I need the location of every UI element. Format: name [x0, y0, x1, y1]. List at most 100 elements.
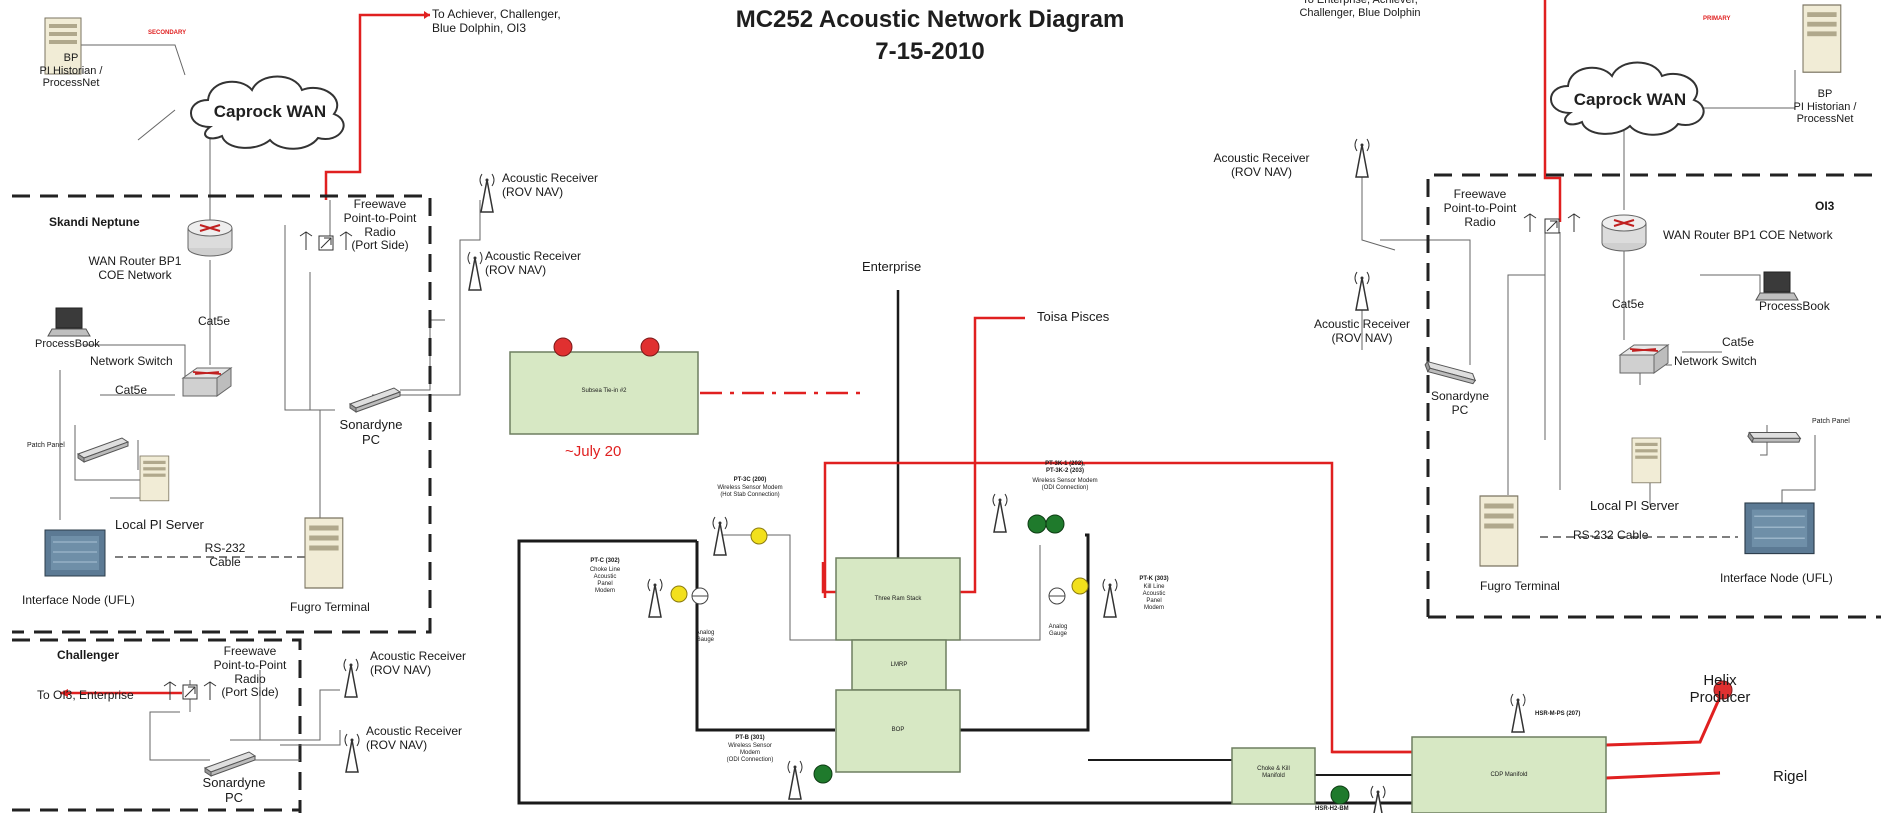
- challenger-sonardyne-pc-icon: [204, 751, 256, 777]
- oi3-boundary: [1426, 173, 1881, 617]
- right-local-pi-label: Local PI Server: [1590, 498, 1679, 513]
- three-ram-stack-label: Three Ram Stack: [874, 596, 922, 602]
- left-patch-panel-icon: [77, 437, 129, 463]
- subsea-tiein-red-marker-left: [553, 337, 573, 357]
- diagram-date: 7-15-2010: [875, 38, 985, 65]
- challenger-acoustic-receiver-2-icon: [344, 733, 360, 773]
- left-processbook-label: ProcessBook: [35, 338, 100, 350]
- analog-gauge-right-label: Analog Gauge: [1048, 624, 1068, 637]
- ptc-description: Choke Line Acoustic Panel Modem: [589, 567, 621, 594]
- right-red-uplink: [1543, 0, 1562, 222]
- left-wan-router-icon: [187, 219, 233, 257]
- cdp-manifold-box: [1411, 736, 1607, 813]
- ptk-antenna-icon: [1102, 578, 1118, 618]
- ptk-yellow-marker: [1071, 577, 1089, 595]
- right-sonardyne-label: Sonardyne PC: [1430, 389, 1490, 417]
- subsea-tiein-box: [509, 351, 699, 435]
- right-acoustic-receiver-2-label: Acoustic Receiver (ROV NAV): [1313, 317, 1411, 345]
- right-fugro-label: Fugro Terminal: [1480, 579, 1560, 593]
- left-cat5e-2-label: Cat5e: [115, 383, 148, 397]
- oi3-label: OI3: [1815, 199, 1835, 213]
- hsr-m-ps-antenna-icon: [1510, 693, 1526, 733]
- black-loop-kill: [958, 533, 1090, 732]
- hsr-m-ps-label: HSR-M-PS (207): [1535, 711, 1581, 717]
- analog-gauge-left-label: Analog Gauge: [695, 630, 715, 643]
- hsr-h2-antenna-icon: [1370, 785, 1386, 813]
- left-acoustic-receiver-2-label: Acoustic Receiver (ROV NAV): [485, 249, 582, 277]
- right-patch-panel-label: Patch Panel: [1812, 418, 1850, 425]
- left-network-switch-label: Network Switch: [90, 354, 173, 368]
- right-cat5e-2-label: Cat5e: [1722, 335, 1755, 349]
- skandi-neptune-label: Skandi Neptune: [49, 215, 140, 229]
- right-network-switch-icon: [1619, 344, 1669, 374]
- left-rs232-label: RS-232 Cable: [204, 541, 246, 569]
- left-sonardyne-pc-icon: [349, 387, 401, 413]
- challenger-sonardyne-label: Sonardyne PC: [202, 775, 266, 805]
- challenger-to-label: To OI3, Enterprise: [37, 688, 134, 702]
- ptk-description: Kill Line Acoustic Panel Modem: [1142, 584, 1166, 611]
- left-red-link-label: To Achiever, Challenger, Blue Dolphin, O…: [432, 7, 561, 35]
- ptb-description: Wireless Sensor Modem (ODI Connection): [726, 743, 774, 763]
- hsr-h2-bm-label: HSR-H2-BM: [1315, 806, 1349, 812]
- ptc-title: PT-C (302): [590, 558, 620, 564]
- left-network-switch-icon: [182, 367, 232, 397]
- left-interface-node-label: Interface Node (UFL): [22, 593, 135, 607]
- ptc-yellow-marker: [670, 585, 688, 603]
- right-acoustic-receiver-1-label: Acoustic Receiver (ROV NAV): [1213, 151, 1310, 179]
- challenger-label: Challenger: [57, 648, 120, 662]
- left-red-uplink: [324, 13, 430, 200]
- analog-gauge-right-icon: [1048, 587, 1066, 605]
- left-historian-label: BP PI Historian / ProcessNet: [39, 52, 103, 90]
- right-patch-panel-icon: [1746, 416, 1803, 458]
- right-freewave-radio-icon: [1544, 218, 1560, 234]
- challenger-acoustic-receiver-2-label: Acoustic Receiver (ROV NAV): [366, 724, 463, 752]
- right-local-pi-server-icon: [1631, 437, 1662, 484]
- left-sonardyne-label: Sonardyne PC: [339, 417, 403, 447]
- left-interface-node-icon: [44, 529, 106, 577]
- pt3k-green-marker-2: [1045, 514, 1065, 534]
- left-acoustic-receiver-2-icon: [467, 251, 483, 291]
- ptb-antenna-icon: [787, 760, 803, 800]
- pt3k-antenna-icon: [992, 493, 1008, 533]
- challenger-freewave-label: Freewave Point-to-Point Radio (Port Side…: [213, 644, 287, 700]
- three-ram-stack-box: [835, 557, 961, 641]
- pt3k-description: Wireless Sensor Modem (ODI Connection): [1032, 478, 1098, 491]
- helix-producer-label: Helix Producer: [1689, 672, 1751, 707]
- skandi-neptune-boundary: [12, 194, 432, 634]
- right-historian-server-icon: [1802, 4, 1842, 73]
- ptc-antenna-icon: [647, 578, 663, 618]
- left-freewave-label: Freewave Point-to-Point Radio (Port Side…: [343, 197, 417, 253]
- enterprise-label: Enterprise: [862, 259, 922, 274]
- challenger-freewave-radio-icon: [182, 684, 198, 700]
- left-processbook-laptop-icon: [47, 307, 91, 337]
- challenger-acoustic-receiver-1-label: Acoustic Receiver (ROV NAV): [370, 649, 467, 677]
- cdp-manifold-label: CDP Manifold: [1490, 772, 1528, 778]
- left-fugro-terminal-icon: [304, 517, 344, 589]
- left-cloud-label: Caprock WAN: [213, 102, 327, 121]
- analog-gauge-left-icon: [691, 587, 709, 605]
- subsea-tiein-red-marker-right: [640, 337, 660, 357]
- left-acoustic-receiver-1-icon: [479, 173, 495, 213]
- right-cloud-label: Caprock WAN: [1573, 90, 1687, 109]
- left-secondary-label: SECONDARY: [148, 30, 187, 36]
- hsr-h2-green-marker: [1330, 785, 1350, 805]
- right-acoustic-receiver-2-icon: [1354, 271, 1370, 311]
- left-local-pi-label: Local PI Server: [115, 517, 204, 532]
- choke-kill-manifold-box: [1231, 747, 1316, 805]
- challenger-boundary: [12, 638, 302, 813]
- right-wan-router-icon: [1601, 214, 1647, 252]
- bop-label: BOP: [891, 727, 905, 733]
- gray-stab-line-right: [960, 545, 1041, 641]
- diagram-title: MC252 Acoustic Network Diagram: [735, 6, 1125, 33]
- ptb-title: PT-B (301): [735, 735, 765, 741]
- right-fugro-terminal-icon: [1479, 495, 1519, 567]
- choke-kill-manifold-label: Choke & Kill Manifold: [1257, 766, 1290, 779]
- pt3c-description: Wireless Sensor Modem (Hot Stab Connecti…: [717, 485, 783, 498]
- left-patch-panel-label: Patch Panel: [27, 442, 65, 449]
- black-loop-choke-inner: [695, 541, 835, 732]
- right-processbook-label: ProcessBook: [1759, 299, 1830, 313]
- helix-producer-red-marker: [1713, 680, 1733, 700]
- left-fugro-label: Fugro Terminal: [290, 600, 370, 614]
